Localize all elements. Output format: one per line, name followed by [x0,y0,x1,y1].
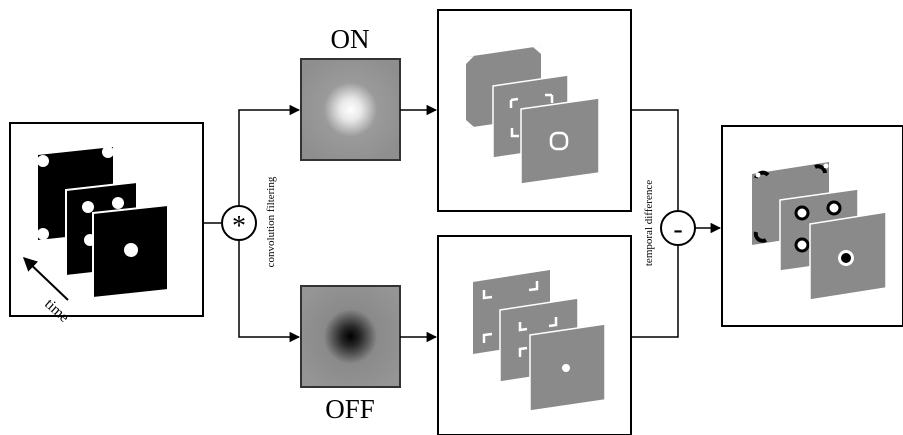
off-response-box [437,235,632,435]
off-to-difference-line [631,245,679,338]
on-response-box [437,9,632,212]
convolution-symbol: * [232,211,246,242]
input-frame-3 [92,203,169,300]
convolution-operator: * [221,205,257,242]
on-to-difference-line [631,109,679,211]
branch-to-off [238,240,301,343]
off-label: OFF [325,394,375,424]
off-frame-3 [529,323,606,412]
output-frame-3 [809,211,887,301]
convolution-filtering-label: convolution filtering [265,176,277,267]
on-label: ON [331,24,370,54]
branch-to-on [238,104,301,206]
output-box [721,125,903,327]
time-arrow [22,257,69,301]
temporal-difference-label: temporal difference [643,180,655,266]
input-frames-box: time [9,122,204,326]
on-frame-3 [520,97,600,185]
minus-symbol: - [673,214,682,245]
off-filter-kernel [300,285,401,388]
difference-operator: - [660,210,696,246]
on-filter-kernel [300,58,401,161]
